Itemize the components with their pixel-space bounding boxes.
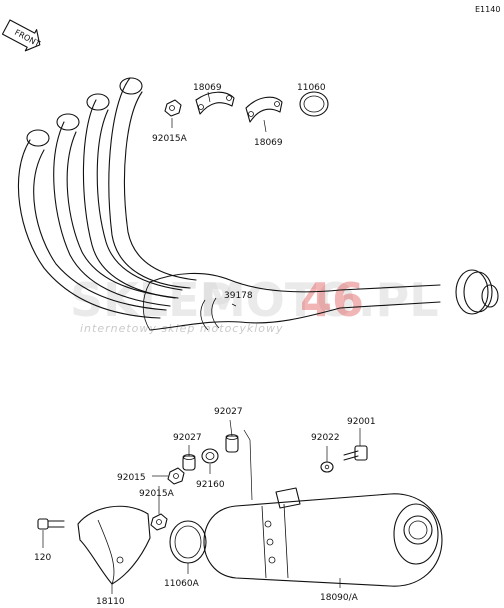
label-92022: 92022 — [311, 433, 340, 443]
part-18090-muffler — [203, 487, 443, 587]
label-92001: 92001 — [347, 417, 376, 427]
label-18090a: 18090/A — [320, 593, 359, 603]
label-92015a-bot: 92015A — [139, 489, 175, 499]
watermark-brand-c: 46 — [300, 273, 364, 327]
label-92160: 92160 — [196, 480, 225, 490]
part-92027b-collar — [225, 434, 239, 453]
label-11060: 11060 — [297, 83, 326, 93]
part-11060-gasket — [299, 91, 329, 117]
label-120: 120 — [34, 553, 51, 563]
label-11060a: 11060A — [164, 579, 200, 589]
part-120-bolt — [37, 518, 65, 530]
exhaust-header-pipes — [17, 77, 499, 331]
part-labels: 18069 11060 92015A 18069 39178 92027 920… — [34, 83, 376, 607]
diagram-ref-code: E1140 — [475, 5, 500, 14]
part-92022-washer — [320, 461, 334, 473]
label-18069-a: 18069 — [193, 83, 222, 93]
part-92160-damper — [201, 448, 219, 464]
leader-lines — [42, 91, 361, 594]
label-39178: 39178 — [224, 291, 253, 301]
part-11060a-gasket — [169, 520, 207, 564]
part-92027a-collar — [182, 454, 196, 471]
label-92027-b: 92027 — [173, 433, 202, 443]
part-18110-cover — [77, 505, 151, 585]
part-92015a-bot-nut — [150, 513, 168, 531]
label-92015: 92015 — [117, 473, 146, 483]
part-92015-nut — [167, 467, 185, 485]
part-92015a-top-nut — [164, 99, 182, 117]
front-arrow-icon — [1, 19, 41, 52]
watermark-tagline: internetowy sklep motocyklowy — [80, 322, 284, 335]
watermark-brand-d: .PL — [358, 273, 439, 327]
label-92027-a: 92027 — [214, 407, 243, 417]
part-18069-clamp-a — [195, 91, 235, 115]
part-18069-clamp-b — [245, 96, 283, 123]
label-18110: 18110 — [96, 597, 125, 607]
label-92015a-top: 92015A — [152, 134, 188, 144]
label-18069-b: 18069 — [254, 138, 283, 148]
watermark-brand-b: MOTO — [200, 273, 355, 327]
part-92001-bolt — [343, 445, 368, 461]
